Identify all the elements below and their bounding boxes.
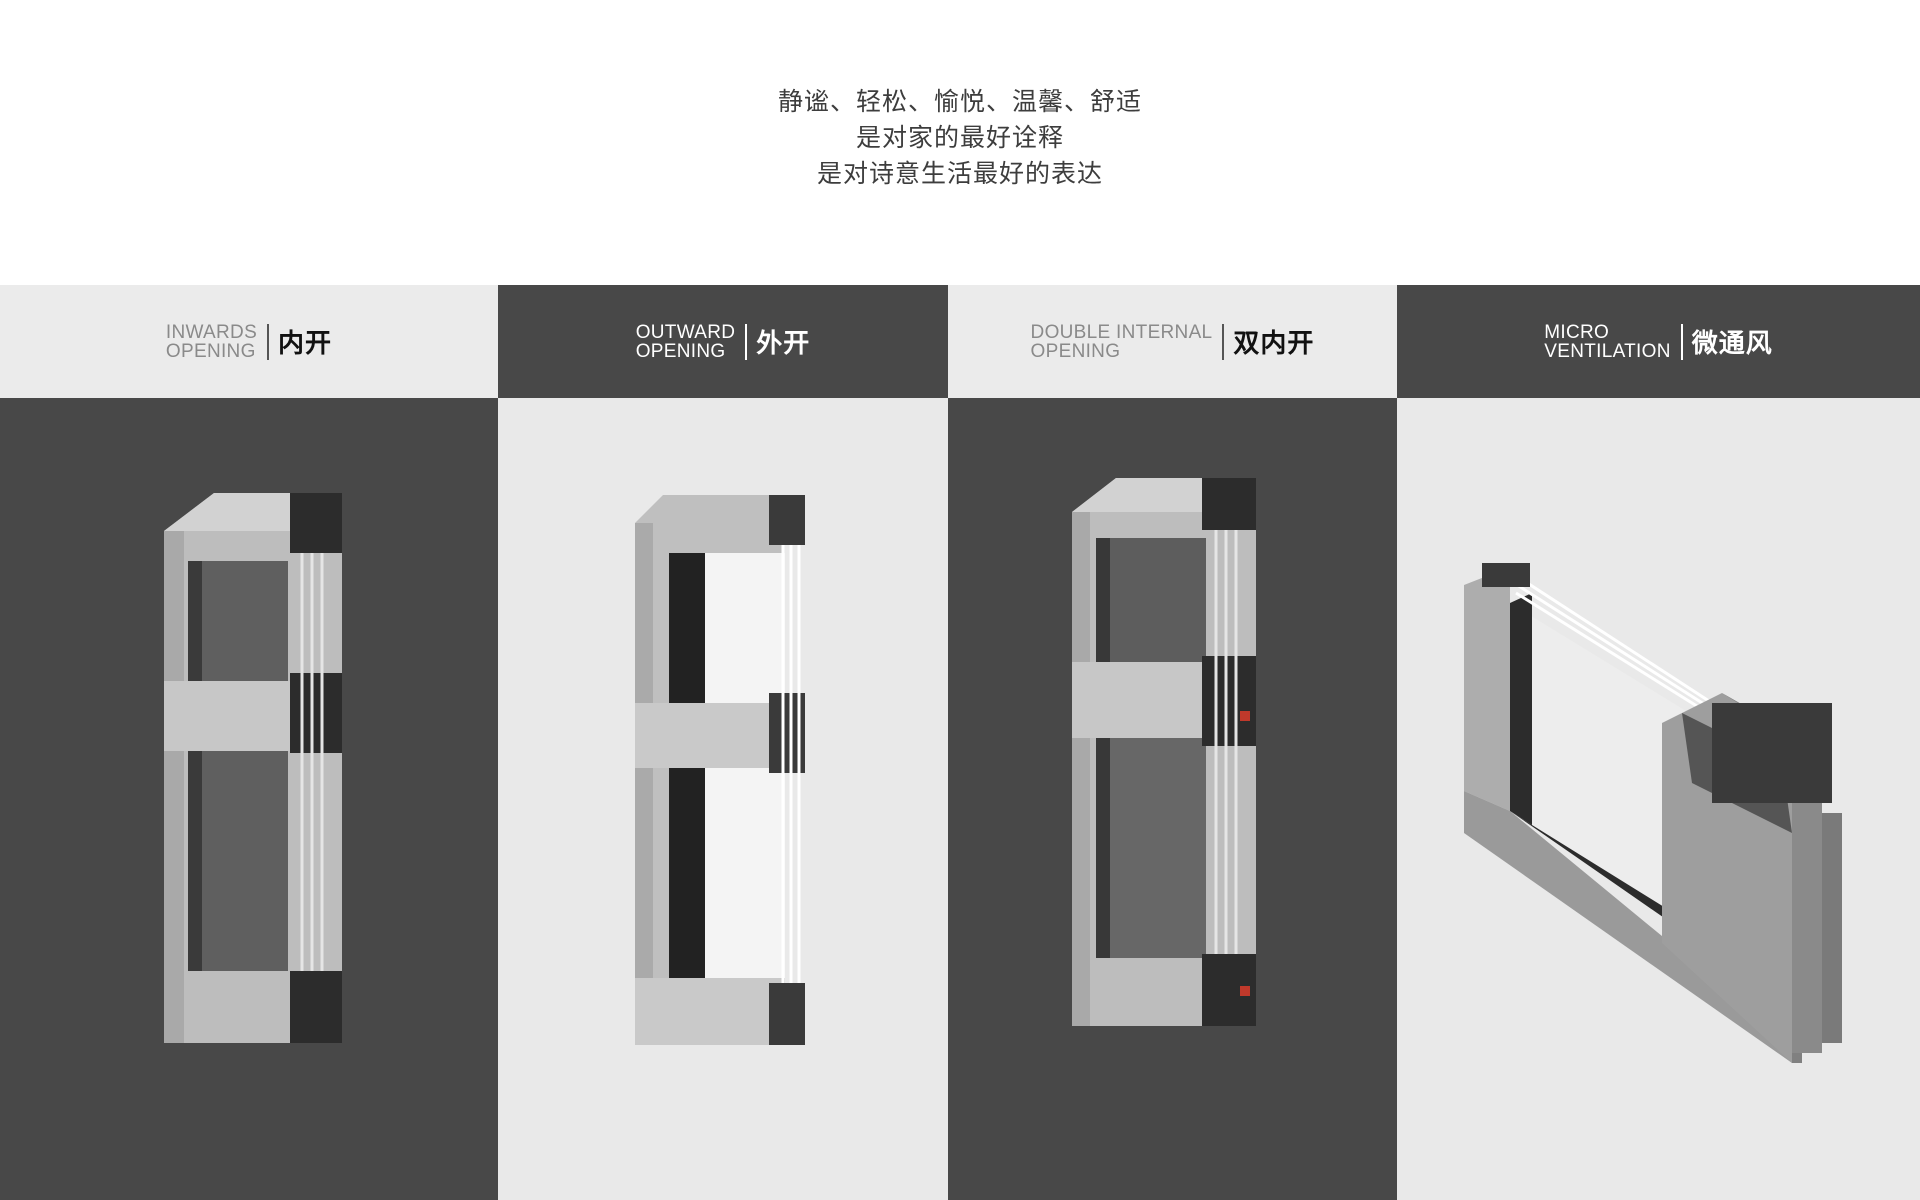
tagline-line-1: 静谧、轻松、愉悦、温馨、舒适 <box>777 87 1142 116</box>
panel-body <box>1397 398 1920 1200</box>
outward-opening-window-profile <box>635 495 805 1045</box>
panel-header: INWARDS OPENING 内开 <box>0 285 498 398</box>
english-label: DOUBLE INTERNAL OPENING <box>1030 321 1213 362</box>
double-internal-opening-window-profile <box>1072 478 1256 1026</box>
panel-header: OUTWARD OPENING 外开 <box>498 285 948 398</box>
chinese-label: 双内开 <box>1233 329 1315 359</box>
panel-body <box>498 398 948 1200</box>
inward-opening-window-profile <box>164 493 342 1043</box>
header-label: MICRO VENTILATION 微通风 <box>1544 323 1772 361</box>
chinese-label: 外开 <box>756 329 811 359</box>
opening-types: INWARDS OPENING 内开 <box>0 285 1920 1200</box>
panel-body <box>948 398 1397 1200</box>
panel-micro-ventilation[interactable]: MICRO VENTILATION 微通风 <box>1397 285 1920 1200</box>
english-label: INWARDS OPENING <box>165 321 258 362</box>
english-label: OUTWARD OPENING <box>635 321 736 362</box>
label-divider <box>745 323 748 360</box>
label-divider <box>1680 323 1683 360</box>
panel-header: DOUBLE INTERNAL OPENING 双内开 <box>948 285 1397 398</box>
chinese-label: 内开 <box>278 329 333 359</box>
header-label: INWARDS OPENING 内开 <box>166 323 332 361</box>
label-divider <box>267 323 270 360</box>
panel-outward-opening[interactable]: OUTWARD OPENING 外开 <box>498 285 948 1200</box>
header-label: DOUBLE INTERNAL OPENING 双内开 <box>1031 323 1315 361</box>
tagline: 静谧、轻松、愉悦、温馨、舒适 是对家的最好诠释 是对诗意生活最好的表达 <box>0 84 1920 192</box>
english-label: MICRO VENTILATION <box>1544 321 1671 362</box>
panel-body <box>0 398 498 1200</box>
label-divider <box>1222 323 1225 360</box>
panel-inwards-opening[interactable]: INWARDS OPENING 内开 <box>0 285 498 1200</box>
tagline-line-2: 是对家的最好诠释 <box>855 123 1064 152</box>
tagline-line-3: 是对诗意生活最好的表达 <box>816 159 1103 188</box>
chinese-label: 微通风 <box>1691 329 1773 359</box>
panel-header: MICRO VENTILATION 微通风 <box>1397 285 1920 398</box>
header-label: OUTWARD OPENING 外开 <box>636 323 811 361</box>
micro-ventilation-window-profile <box>1464 563 1842 1063</box>
panel-double-internal-opening[interactable]: DOUBLE INTERNAL OPENING 双内开 <box>948 285 1397 1200</box>
